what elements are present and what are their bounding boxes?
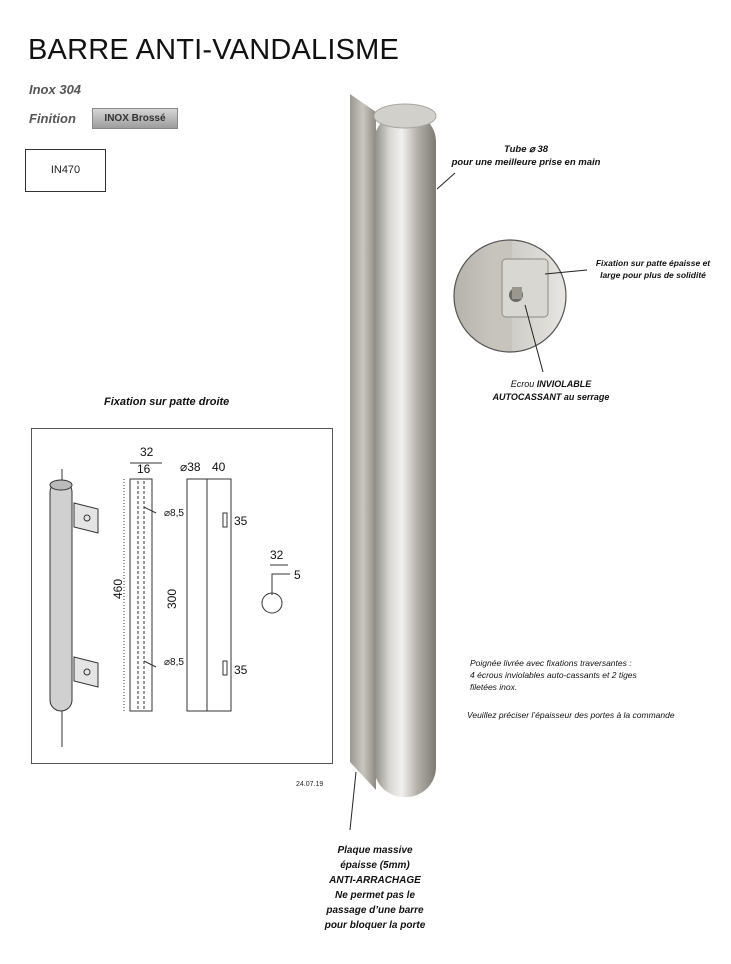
drawing-date: 24.07.19 [296, 781, 324, 788]
material-label: Inox 304 [29, 82, 82, 97]
tube-arrow [436, 172, 456, 190]
dim-38: ⌀38 [180, 460, 201, 474]
technical-drawing: 32 16 ⌀8,5 ⌀8,5 460 300 ⌀38 40 35 35 32 … [49, 445, 301, 747]
dim-35-bottom: 35 [234, 663, 248, 677]
plate-callout: Plaque massive épaisse (5mm) ANTI-ARRACH… [324, 845, 426, 931]
fixation-arrows [524, 269, 588, 373]
drawing-title: Fixation sur patte droite [104, 396, 230, 408]
anti-tear-plate [350, 94, 376, 790]
technical-drawing-frame: 32 16 ⌀8,5 ⌀8,5 460 300 ⌀38 40 35 35 32 … [31, 428, 333, 764]
dim-40: 40 [212, 460, 226, 474]
fixation-detail-photo [453, 239, 567, 353]
handle-tube [374, 112, 436, 797]
dim-85-bottom: ⌀8,5 [164, 657, 184, 668]
reference-box: IN470 [25, 149, 106, 192]
plate-arrow [349, 771, 357, 831]
fixation-callout: Fixation sur patte épaisse et large pour… [595, 258, 711, 280]
dim-300: 300 [165, 589, 179, 609]
dim-32-top: 32 [140, 445, 154, 459]
product-photo [350, 94, 437, 797]
dim-460: 460 [111, 579, 125, 599]
delivery-note: Poignée livrée avec fixations traversant… [470, 658, 637, 692]
finish-badge: INOX Brossé [92, 108, 178, 129]
page-title: BARRE ANTI-VANDALISME [28, 34, 400, 66]
order-note: Veuillez préciser l’épaisseur des portes… [467, 710, 675, 720]
nut-callout: Ecrou INVIOLABLE AUTOCASSANT au serrage [492, 379, 610, 402]
finish-label: Finition [29, 111, 76, 126]
dim-35-top: 35 [234, 514, 248, 528]
tube-callout: Tube ⌀ 38 pour une meilleure prise en ma… [451, 144, 601, 168]
handle-sketch [49, 480, 73, 712]
dim-5: 5 [294, 568, 301, 582]
dim-32-side: 32 [270, 548, 284, 562]
dim-16: 16 [137, 462, 151, 476]
dim-85-top: ⌀8,5 [164, 508, 184, 519]
